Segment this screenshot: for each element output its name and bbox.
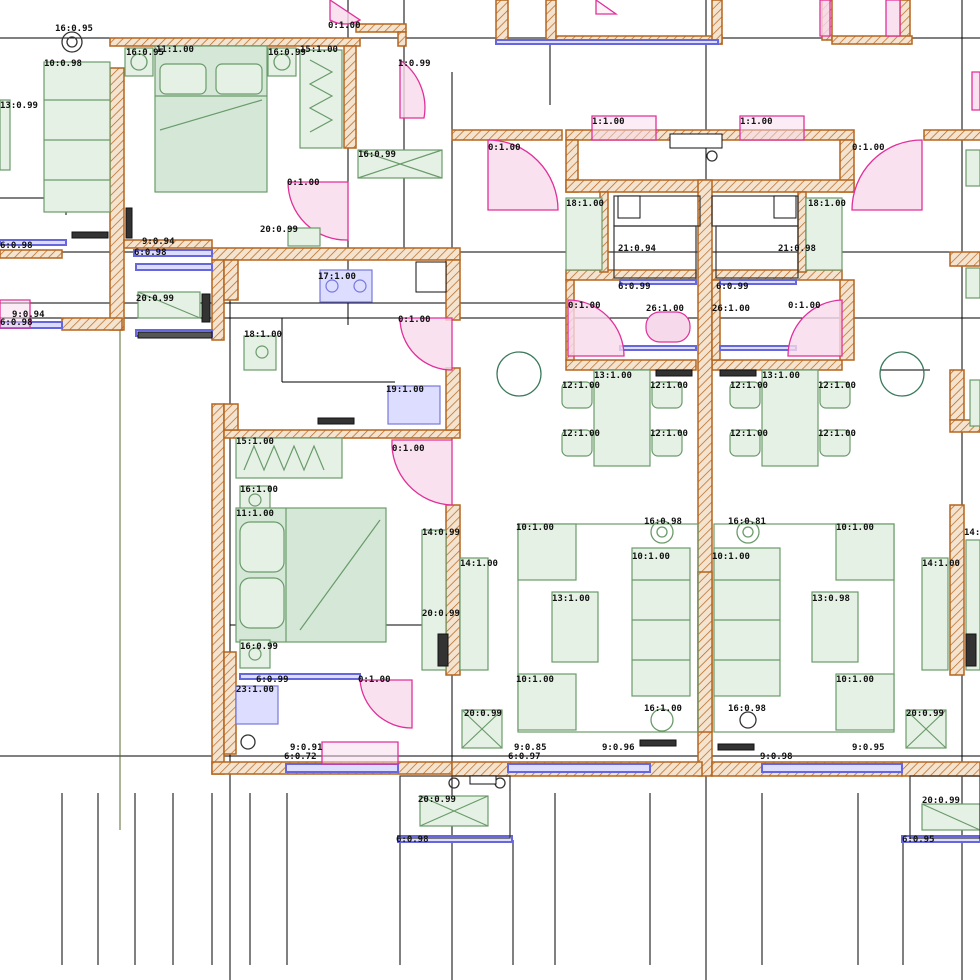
plan-label: 21:0.94 [618, 244, 657, 254]
plan-label: 16:1.00 [240, 485, 278, 495]
plan-label: 9:0.85 [514, 743, 547, 753]
plan-label: 20:0.99 [422, 609, 460, 619]
plan-label: 16:0.98 [728, 704, 766, 714]
plan-label: 10:1.00 [516, 675, 554, 685]
doors [0, 0, 980, 765]
plan-label: 26:1.00 [712, 304, 750, 314]
plan-label: 12:1.00 [650, 381, 688, 391]
plan-label: 9:0.91 [290, 743, 323, 753]
plan-label: 10:0.98 [44, 59, 82, 69]
plan-label: 6:0.98 [0, 318, 33, 328]
plan-label: 26:1.00 [646, 304, 684, 314]
dark-fixtures [71, 133, 977, 785]
plan-label: 16:0.95 [55, 24, 93, 34]
plan-label: 20:0.99 [418, 795, 456, 805]
plan-label: 10:1.00 [516, 523, 554, 533]
plan-label: 20:0.99 [260, 225, 298, 235]
plan-label: 18:1.00 [566, 199, 604, 209]
plan-label: 6:0.97 [508, 752, 541, 762]
plan-label: 20:0.99 [906, 709, 944, 719]
plan-label: 6:0.95 [902, 835, 935, 845]
plan-label: 9:0.94 [142, 237, 175, 247]
plan-label: 1:1.00 [592, 117, 625, 127]
plan-label: 9:0.98 [760, 752, 793, 762]
plan-label: 9:0.94 [12, 310, 45, 320]
plan-label: 20:0.99 [464, 709, 502, 719]
plan-label: 0:1.00 [328, 21, 361, 31]
plan-label: 14:0.99 [422, 528, 460, 538]
plan-label: 10:1.00 [836, 675, 874, 685]
detection-labels: 16:0.95 10:0.98 13:0.99 16:0.95 11:1.00 … [0, 21, 980, 845]
plan-label: 14:0.99 [964, 528, 980, 538]
plan-label: 16:0.98 [644, 517, 682, 527]
plan-label: 21:0.98 [778, 244, 816, 254]
plan-label: 1:0.99 [398, 59, 431, 69]
plan-label: 0:1.00 [392, 444, 425, 454]
plan-label: 15:1.00 [236, 437, 274, 447]
plan-label: 6:0.98 [0, 241, 33, 251]
plan-label: 13:0.98 [812, 594, 850, 604]
plan-label: 12:1.00 [562, 381, 600, 391]
plan-label: 16:0.81 [728, 517, 766, 527]
fixtures [61, 31, 925, 789]
plan-label: 12:1.00 [730, 429, 768, 439]
plan-label: 0:1.00 [287, 178, 320, 188]
plan-label: 10:1.00 [632, 552, 670, 562]
plan-label: 16:0.99 [240, 642, 278, 652]
plan-label: 16:0.95 [126, 48, 164, 58]
plan-label: 19:1.00 [386, 385, 424, 395]
plan-label: 0:1.00 [488, 143, 521, 153]
plan-label: 20:0.99 [922, 796, 960, 806]
plan-label: 14:1.00 [460, 559, 498, 569]
plan-label: 16:1.00 [644, 704, 682, 714]
plan-label: 16:0.99 [268, 48, 306, 58]
plan-label: 12:1.00 [818, 429, 856, 439]
plan-label: 15:1.00 [300, 45, 338, 55]
plan-label: 0:1.00 [568, 301, 601, 311]
plan-label: 0:1.00 [852, 143, 885, 153]
plan-label: 11:1.00 [236, 509, 274, 519]
plan-label: 0:1.00 [358, 675, 391, 685]
plan-label: 6:0.98 [134, 248, 167, 258]
plan-label: 1:1.00 [740, 117, 773, 127]
plan-label: 9:0.96 [602, 743, 635, 753]
plan-label: 18:1.00 [244, 330, 282, 340]
plan-label: 12:1.00 [818, 381, 856, 391]
plan-label: 14:1.00 [922, 559, 960, 569]
plan-label: 10:1.00 [836, 523, 874, 533]
plan-label: 16:0.99 [358, 150, 396, 160]
plan-label: 6:0.99 [716, 282, 749, 292]
plan-label: 0:1.00 [788, 301, 821, 311]
plan-label: 0:1.00 [398, 315, 431, 325]
plan-label: 6:0.99 [618, 282, 651, 292]
plan-label: 10:1.00 [712, 552, 750, 562]
plan-label: 17:1.00 [318, 272, 356, 282]
plan-label: 13:1.00 [552, 594, 590, 604]
plan-label: 13:1.00 [594, 371, 632, 381]
plan-label: 12:1.00 [562, 429, 600, 439]
plan-label: 12:1.00 [730, 381, 768, 391]
plan-label: 13:0.99 [0, 101, 38, 111]
plan-label: 12:1.00 [650, 429, 688, 439]
plan-label: 6:0.98 [396, 835, 429, 845]
plan-label: 23:1.00 [236, 685, 274, 695]
plan-label: 9:0.95 [852, 743, 885, 753]
furniture [0, 45, 980, 839]
plan-label: 11:1.00 [156, 45, 194, 55]
plan-label: 18:1.00 [808, 199, 846, 209]
plan-label: 6:0.72 [284, 752, 317, 762]
plan-label: 6:0.99 [256, 675, 289, 685]
plan-label: 20:0.99 [136, 294, 174, 304]
plan-label: 13:1.00 [762, 371, 800, 381]
